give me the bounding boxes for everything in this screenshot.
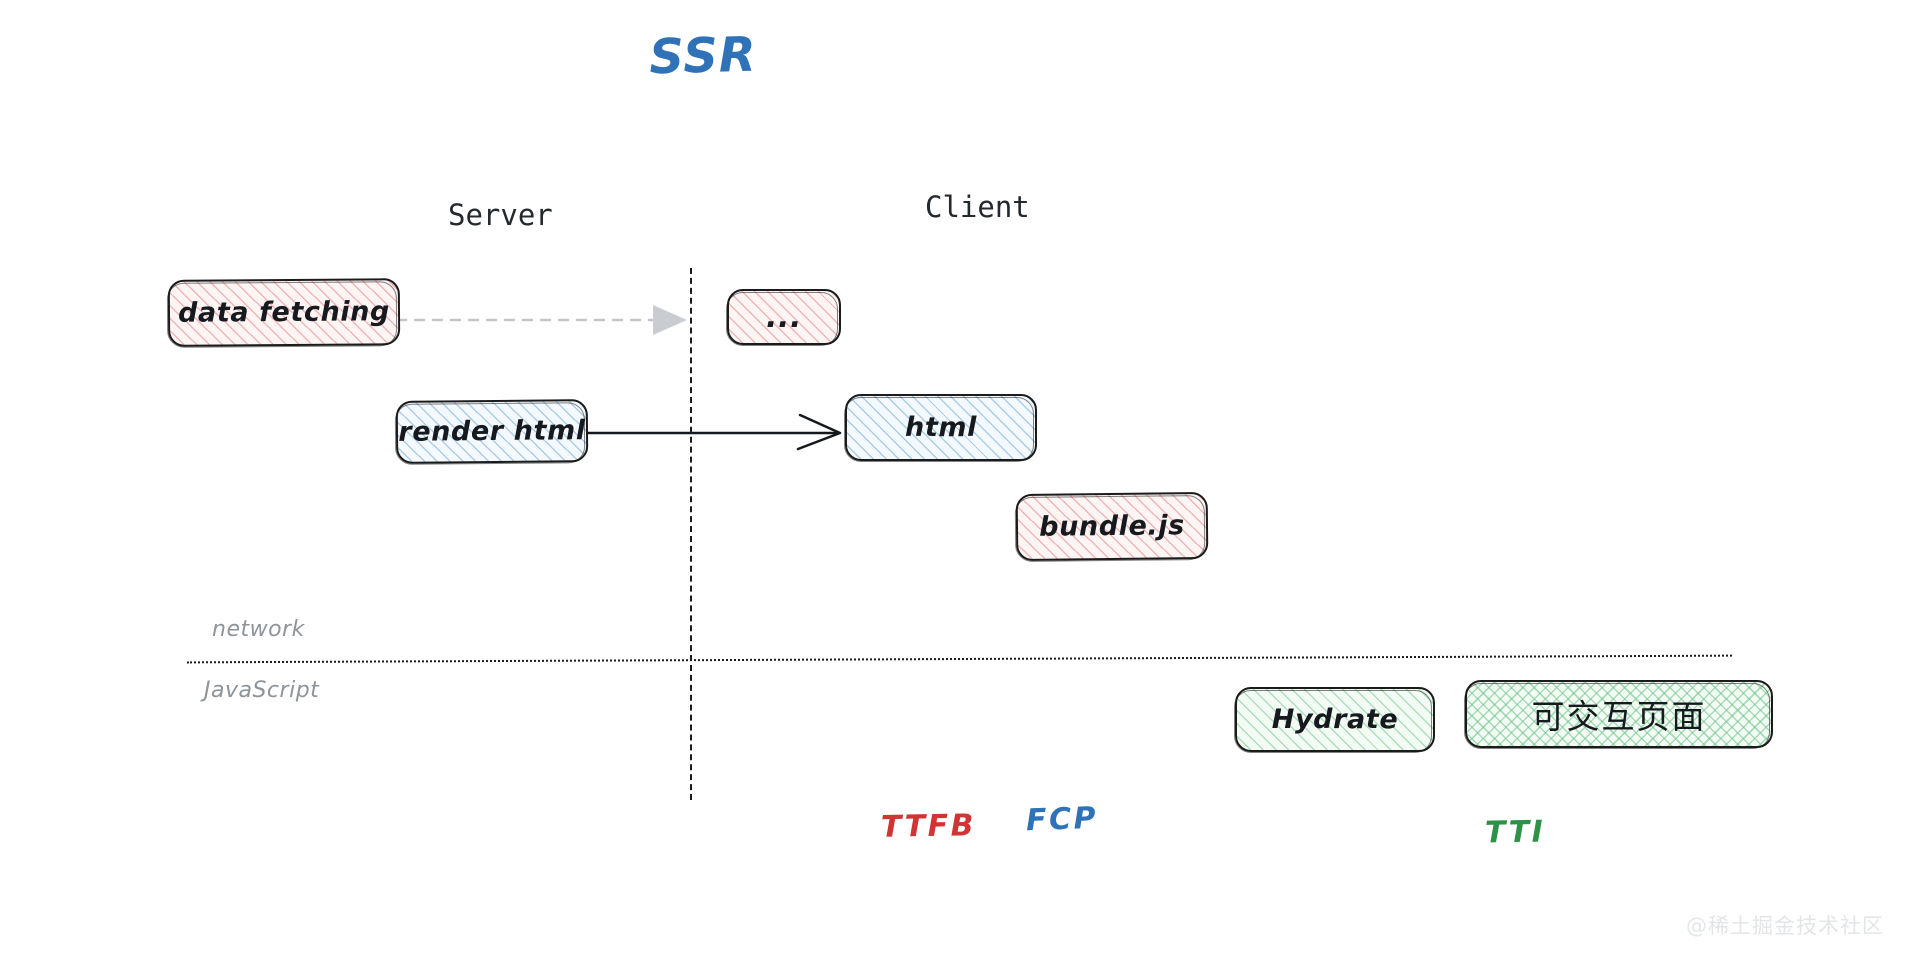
column-label-client: Client: [925, 190, 1030, 224]
connector-render-html-to-html: [586, 403, 856, 467]
network-javascript-divider: [187, 654, 1732, 664]
node-data-fetching[interactable]: data fetching: [167, 278, 401, 347]
node-bundle-js[interactable]: bundle.js: [1015, 491, 1209, 562]
node-label: data fetching: [177, 296, 391, 329]
page-title: SSR: [648, 26, 758, 86]
watermark: @稀土掘金技术社区: [1686, 914, 1884, 938]
metric-label-fcp: FCP: [1025, 800, 1099, 839]
node-hydrate[interactable]: Hydrate: [1234, 687, 1435, 753]
column-label-server: Server: [448, 198, 553, 232]
lane-label-javascript: JavaScript: [204, 678, 320, 703]
node-ellipsis[interactable]: ...: [726, 289, 841, 346]
node-interactive-page[interactable]: 可交互页面: [1464, 680, 1773, 749]
server-client-divider: [690, 268, 692, 800]
metric-label-tti: TTI: [1484, 814, 1546, 851]
node-label: ...: [766, 299, 802, 335]
lane-label-network: network: [212, 617, 305, 642]
node-label: Hydrate: [1271, 704, 1399, 735]
connector-data-fetching-to-client: [395, 300, 695, 344]
node-label: bundle.js: [1039, 510, 1185, 543]
node-render-html[interactable]: render html: [395, 399, 589, 464]
node-label: 可交互页面: [1531, 697, 1707, 736]
metric-label-ttfb: TTFB: [880, 808, 977, 845]
node-label: render html: [398, 415, 586, 448]
node-label: html: [905, 412, 977, 443]
node-html[interactable]: html: [844, 394, 1037, 462]
